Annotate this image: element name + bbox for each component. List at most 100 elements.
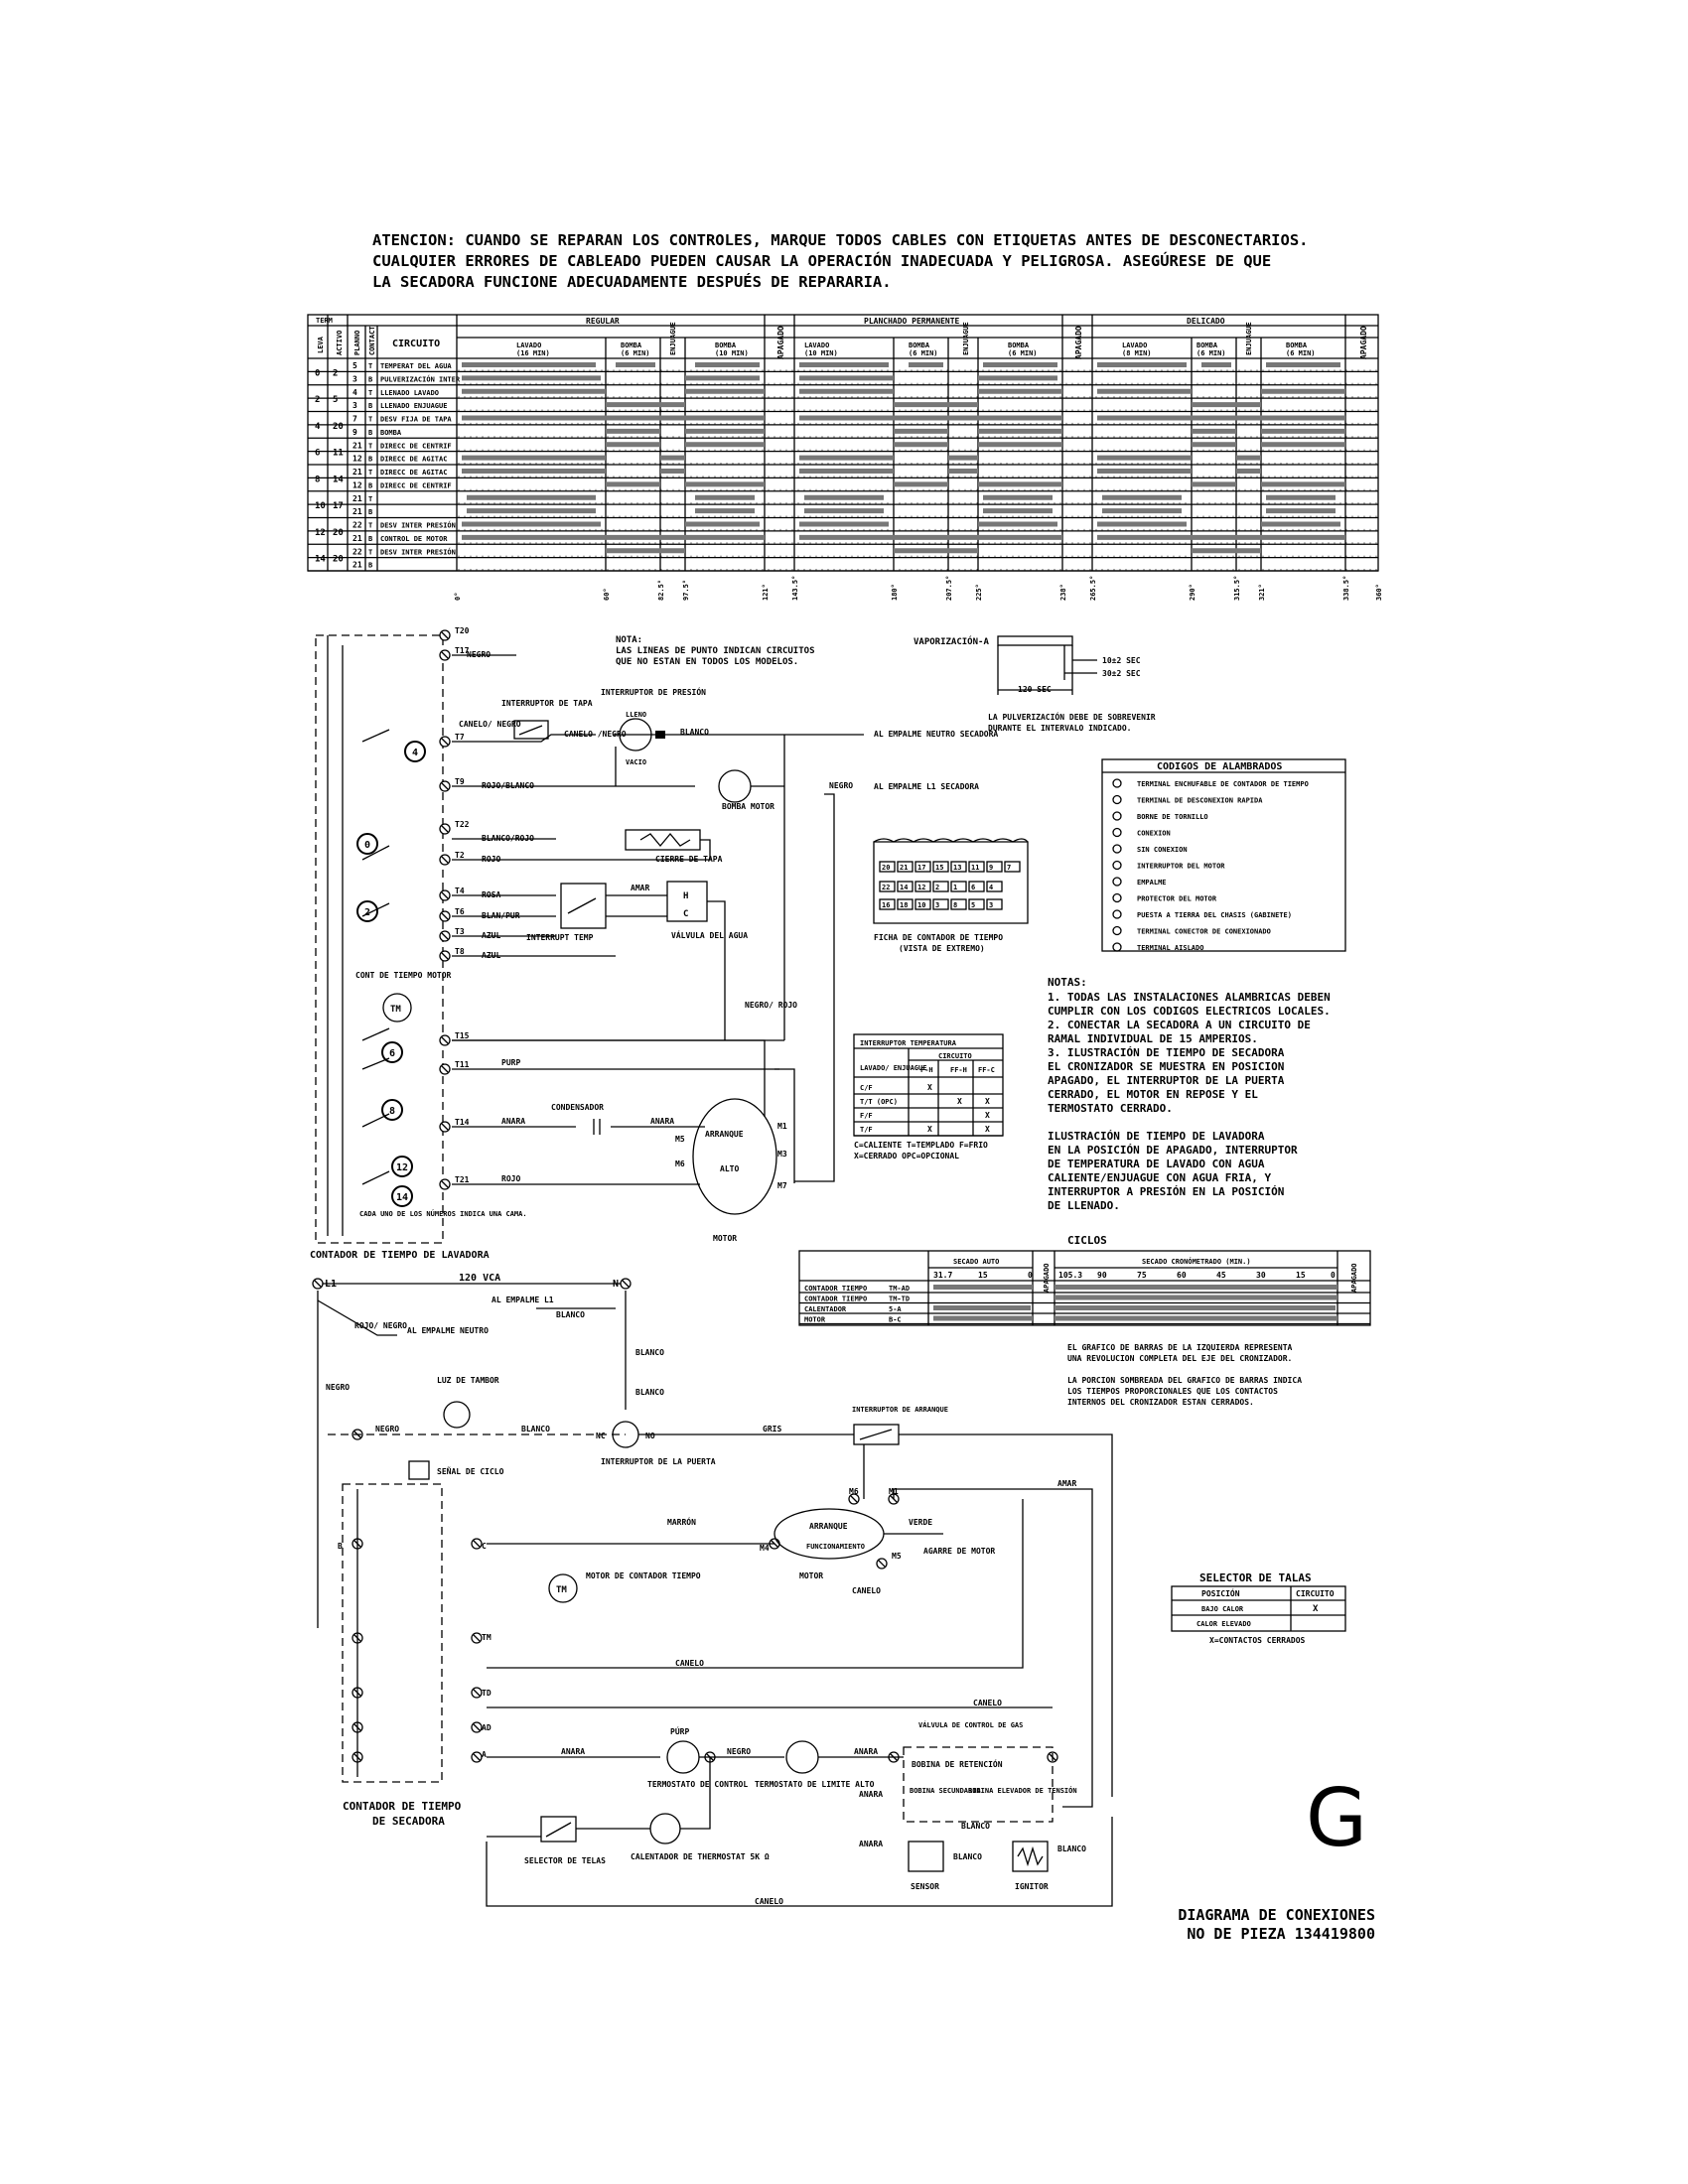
chart-leva: 12 bbox=[315, 528, 326, 538]
chart-bar bbox=[695, 494, 755, 500]
m6-label: M6 bbox=[675, 1160, 685, 1168]
ciclos-row-code: B-C bbox=[889, 1316, 902, 1324]
chart-bar bbox=[1261, 388, 1345, 394]
dw-al-empalme-l1: AL EMPALME L1 bbox=[492, 1296, 554, 1304]
ficha-cell-label: 22 bbox=[882, 884, 890, 891]
chart-term: 21 bbox=[352, 534, 362, 543]
chart-bar bbox=[685, 481, 765, 487]
ficha-cell bbox=[986, 861, 1003, 873]
chart-activo: 20 bbox=[333, 555, 344, 565]
chart-angle-tick: 180° bbox=[891, 584, 899, 601]
w-rojo: ROJO bbox=[482, 855, 500, 864]
ficha-cell-label: 2 bbox=[935, 884, 939, 891]
chart-angle-tick: 265.5° bbox=[1089, 576, 1097, 601]
cycle-delicado: DELICADO bbox=[1187, 317, 1225, 326]
chart-bar bbox=[1236, 469, 1261, 474]
hdr-contact: CONTACT bbox=[368, 326, 376, 355]
notas-lines: 1. TODAS LAS INSTALACIONES ALAMBRICAS DE… bbox=[1048, 991, 1331, 1212]
chart-term: 22 bbox=[352, 521, 362, 530]
chart-bar bbox=[983, 362, 1057, 367]
chart-bar bbox=[685, 428, 765, 434]
ficha-cell bbox=[968, 898, 985, 910]
vapor-label: VAPORIZACIÓN-A bbox=[914, 635, 989, 647]
ficha-cell-label: 15 bbox=[935, 864, 943, 872]
chart-activo: 14 bbox=[333, 475, 344, 484]
valvula-label: VÁLVULA DEL AGUA bbox=[671, 929, 748, 940]
washer-switches bbox=[361, 729, 390, 1185]
inttemp-mark: X bbox=[985, 1111, 990, 1120]
ciclos-note: LOS TIEMPOS PROPORCIONALES QUE LOS CONTA… bbox=[1067, 1387, 1278, 1396]
notes-block: NOTAS: 1. TODAS LAS INSTALACIONES ALAMBR… bbox=[1048, 976, 1331, 1212]
sensor-label: SENSOR bbox=[911, 1882, 939, 1891]
inttemp-title: INTERRUPTOR TEMPERATURA bbox=[860, 1039, 957, 1047]
senal-label: SEÑAL DE CICLO bbox=[437, 1466, 504, 1476]
alto-label: ALTO bbox=[720, 1164, 739, 1173]
thermostat-heater-symbol bbox=[649, 1813, 681, 1844]
chart-bar bbox=[467, 494, 596, 500]
hdr-planno: PLANNO bbox=[353, 331, 361, 355]
pump-motor-symbol bbox=[718, 769, 752, 803]
chart-bar bbox=[894, 428, 948, 434]
chart-bar bbox=[983, 494, 1053, 500]
del-bomba2: BOMBA bbox=[1286, 341, 1308, 349]
ciclos-bar bbox=[933, 1285, 1033, 1290]
chart-bar bbox=[660, 469, 685, 474]
inttemp-mark: X bbox=[985, 1097, 990, 1106]
ficha-cell bbox=[897, 881, 914, 892]
reg-lavado-dur: (16 MIN) bbox=[516, 349, 550, 357]
chart-bar bbox=[685, 442, 765, 448]
dryer-l1: L1 bbox=[325, 1279, 337, 1290]
ciclos-note: EL GRAFICO DE BARRAS DE LA IZQUIERDA REP… bbox=[1067, 1343, 1293, 1352]
chart-contact: B bbox=[368, 508, 372, 516]
ficha-cell bbox=[968, 861, 985, 873]
nc-label: NC bbox=[596, 1432, 606, 1440]
diagram-letter: G bbox=[1306, 1772, 1367, 1864]
al-empalme-neutro: AL EMPALME NEUTRO SECADORA bbox=[874, 730, 998, 739]
ciclos-bar bbox=[1055, 1285, 1337, 1290]
dw-blanco2: BLANCO bbox=[635, 1348, 664, 1357]
washer-cam bbox=[356, 833, 378, 855]
legend-symbol bbox=[1112, 892, 1122, 903]
chart-bar bbox=[462, 415, 765, 421]
chart-bar bbox=[1192, 428, 1236, 434]
pp-lavado: LAVADO bbox=[804, 341, 829, 349]
chart-contact: T bbox=[368, 548, 372, 556]
dw-blanco5: BLANCO bbox=[961, 1822, 990, 1831]
vapor-note-1: LA PULVERIZACIÓN DEBE DE SOBREVENIR bbox=[988, 711, 1156, 722]
ficha-cell bbox=[950, 881, 967, 892]
chart-bar bbox=[799, 455, 894, 461]
chart-angle-tick: 360° bbox=[1375, 584, 1383, 601]
dw-negro: NEGRO bbox=[326, 1383, 350, 1392]
chart-bar bbox=[1261, 442, 1345, 448]
ficha-cell-label: 4 bbox=[989, 884, 993, 891]
no-label: NO bbox=[645, 1432, 655, 1440]
legend-symbol bbox=[1112, 778, 1122, 788]
chart-bar bbox=[894, 402, 978, 408]
m4-dryer: M4 bbox=[760, 1544, 770, 1553]
chart-term: 21 bbox=[352, 507, 362, 516]
dw-anara2: ANARA bbox=[854, 1747, 878, 1756]
dryer-arranque: ARRANQUE bbox=[809, 1522, 848, 1531]
footer-line-2: NO DE PIEZA 134419800 bbox=[1187, 1925, 1375, 1943]
chart-bar bbox=[799, 362, 889, 367]
chart-term: 3 bbox=[352, 374, 357, 383]
vaporizacion-block: VAPORIZACIÓN-A 10±2 SEC 30±2 SEC 120 SEC… bbox=[914, 635, 1156, 733]
chart-bar bbox=[1266, 494, 1336, 500]
seltalas-r0x: X bbox=[1313, 1604, 1319, 1614]
ciclos-note: UNA REVOLUCION COMPLETA DEL EJE DEL CRON… bbox=[1067, 1354, 1292, 1363]
dw-canelo2: CANELO bbox=[973, 1699, 1002, 1707]
chart-leva: 6 bbox=[315, 449, 320, 459]
condensador-label: CONDENSADOR bbox=[551, 1103, 604, 1112]
arranque-label: ARRANQUE bbox=[705, 1130, 744, 1139]
ficha-cell bbox=[950, 861, 967, 873]
chart-bar bbox=[978, 428, 1062, 434]
washer-cam-switch bbox=[361, 845, 390, 861]
washer-cam-label: 12 bbox=[396, 1162, 408, 1173]
dryer-terminal-mark bbox=[622, 1280, 630, 1288]
ciclos-row-name: CALENTADOR bbox=[804, 1305, 847, 1313]
codigos-items: TERMINAL ENCHUFABLE DE CONTADOR DE TIEMP… bbox=[1112, 778, 1309, 952]
ciclos-bar bbox=[1055, 1305, 1336, 1310]
notas-line: DE LLENADO. bbox=[1048, 1199, 1120, 1212]
